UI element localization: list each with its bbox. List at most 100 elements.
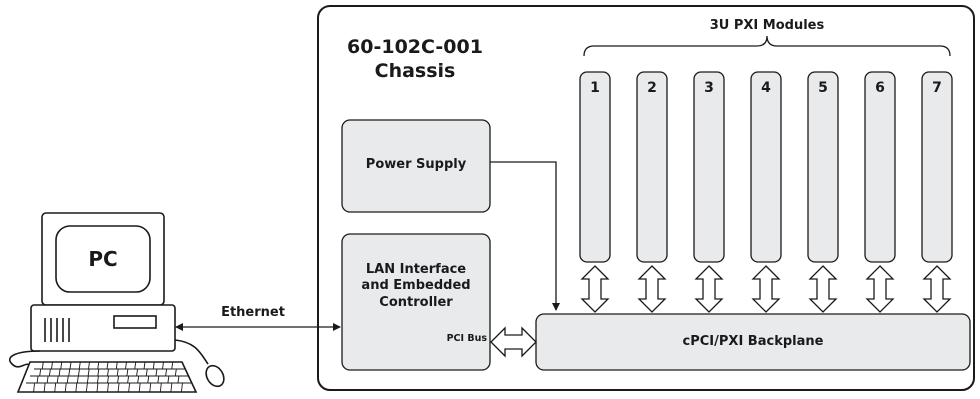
module-number-7: 7 (932, 80, 942, 96)
pc-label: PC (88, 247, 118, 271)
keyboard-key-divider (88, 361, 90, 370)
power-line (490, 161, 560, 311)
module-slot-2 (636, 71, 668, 263)
keyboard-key-divider (117, 375, 120, 384)
keyboard-key-divider (69, 361, 72, 370)
keyboard-key-divider (180, 382, 183, 393)
module-slot-1 (579, 71, 611, 263)
module-number-5: 5 (818, 80, 828, 96)
keyboard-key-divider (162, 361, 164, 370)
keyboard-key-divider (165, 368, 168, 377)
keyboard-key-divider (152, 361, 155, 370)
pc-screen (55, 225, 151, 293)
keyboard-key-divider (145, 368, 148, 377)
keyboard-key-divider (107, 375, 109, 384)
keyboard-key-divider (96, 382, 99, 393)
module-connector-6 (865, 265, 895, 313)
keyboard-key-divider (58, 368, 61, 377)
keyboard-key-divider (51, 361, 53, 370)
chassis-title-line1: 60-102C-001 (347, 36, 483, 58)
module-connector-3 (694, 265, 724, 313)
keyboard-key-divider (106, 361, 109, 370)
keyboard-key-divider (97, 361, 100, 370)
keyboard-key-divider (48, 368, 51, 377)
power-supply-box (341, 119, 491, 213)
keyboard-key-divider (64, 382, 67, 393)
keyboard-key-divider (171, 361, 174, 370)
pci-bus-label: PCI Bus (446, 333, 487, 344)
keyboard-key-divider (68, 368, 71, 377)
module-number-1: 1 (590, 80, 600, 96)
keyboard-key-divider (147, 375, 150, 384)
keyboard-key-divider (56, 375, 59, 384)
module-connector-4 (751, 265, 781, 313)
keyboard-key-divider (85, 382, 88, 393)
keyboard-key-divider (46, 375, 49, 384)
module-connector-7 (922, 265, 952, 313)
keyboard-key-divider (170, 382, 173, 393)
keyboard-key-divider (39, 368, 42, 377)
keyboard-key-divider (60, 361, 63, 370)
keyboard-key-divider (174, 368, 177, 377)
pc-mouse (205, 364, 225, 388)
keyboard-key-divider (43, 382, 46, 393)
pc-computer-icon (9, 212, 225, 393)
module-number-6: 6 (875, 80, 885, 96)
keyboard-key-divider (116, 368, 119, 377)
keyboard-key-divider (87, 368, 90, 377)
keyboard-key-divider (149, 382, 152, 393)
module-connector-2 (637, 265, 667, 313)
controller-label-line2: and Embedded (361, 278, 471, 294)
keyboard-key-divider (36, 375, 39, 384)
keyboard-key-divider (107, 382, 109, 393)
keyboard-key-divider (127, 375, 130, 384)
keyboard-key-divider (155, 368, 158, 377)
module-slot-6 (864, 71, 896, 263)
module-slot-5 (807, 71, 839, 263)
module-number-2: 2 (647, 80, 657, 96)
controller-box (341, 233, 491, 371)
module-slot-7 (921, 71, 953, 263)
keyboard-key-divider (128, 382, 131, 393)
chassis-title-line2: Chassis (374, 59, 456, 82)
keyboard-key-divider (159, 382, 162, 393)
keyboard-key-divider (97, 368, 100, 377)
keyboard-key-divider (177, 375, 180, 384)
keyboard-key-divider (86, 375, 89, 384)
modules-brace (583, 35, 951, 57)
pc-keyboard (16, 361, 198, 393)
keyboard-key-divider (75, 382, 78, 393)
keyboard-key-divider (125, 361, 127, 370)
keyboard-key-divider (138, 382, 141, 393)
module-number-4: 4 (761, 80, 771, 96)
chassis-title: 60-102C-001 Chassis (340, 36, 490, 84)
keyboard-key-divider (66, 375, 69, 384)
modules-layer (579, 71, 953, 313)
keyboard-key-divider (76, 375, 79, 384)
module-number-3: 3 (704, 80, 714, 96)
power-supply-label: Power Supply (365, 157, 467, 172)
keyboard-key-divider (137, 375, 140, 384)
module-slot-3 (693, 71, 725, 263)
module-connector-5 (808, 265, 838, 313)
controller-label-line3: Controller (379, 294, 453, 310)
module-connector-1 (580, 265, 610, 313)
keyboard-key-divider (143, 361, 146, 370)
controller-label-line1: LAN Interface (365, 262, 467, 277)
keyboard-key-divider (134, 361, 137, 370)
keyboard-key-divider (107, 368, 109, 377)
keyboard-key-divider (96, 375, 99, 384)
keyboard-key-divider (126, 368, 129, 377)
keyboard-key-divider (115, 361, 118, 370)
pc-drive-slot (113, 315, 157, 329)
keyboard-key-divider (77, 368, 80, 377)
keyboard-key-divider (54, 382, 57, 393)
module-slot-4 (750, 71, 782, 263)
pci-bus-arrow (490, 326, 537, 358)
keyboard-key-divider (33, 382, 36, 393)
keyboard-key-divider (117, 382, 120, 393)
keyboard-key-divider (78, 361, 81, 370)
keyboard-key-divider (136, 368, 139, 377)
